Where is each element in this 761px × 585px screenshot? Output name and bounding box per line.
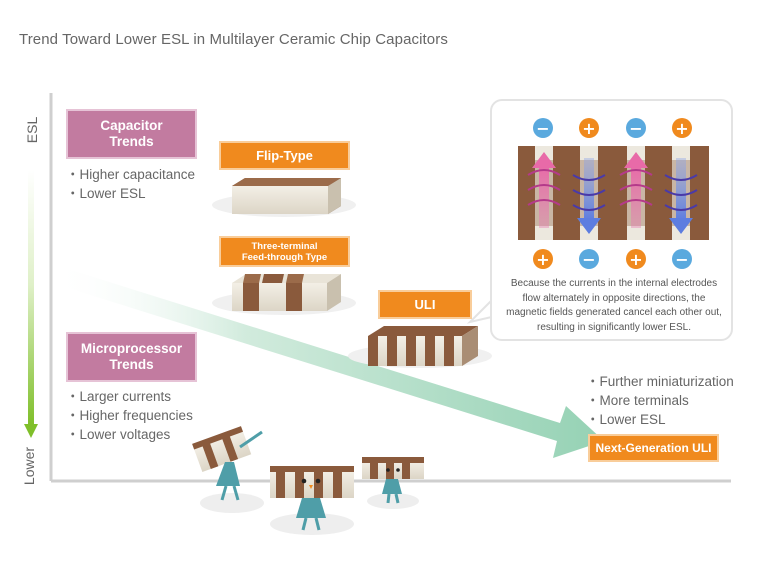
callout-sign-bottom-3: + — [629, 250, 642, 269]
callout-sign-bottom-1: + — [536, 250, 549, 269]
list-item: Higher frequencies — [66, 406, 193, 425]
next-generation-uli-label: Next-Generation ULI — [588, 434, 719, 462]
microprocessor-trends-list: Larger currents Higher frequencies Lower… — [66, 387, 193, 444]
callout-sign-bottom-2: − — [582, 250, 595, 269]
capacitor-trends-heading: Capacitor Trends — [66, 109, 197, 159]
list-item: Higher capacitance — [66, 165, 196, 184]
list-item: More terminals — [586, 391, 734, 410]
callout-description: Because the currents in the internal ele… — [506, 278, 722, 333]
list-item: Larger currents — [66, 387, 193, 406]
callout-sign-top-4: + — [675, 119, 688, 138]
uli-label: ULI — [378, 290, 472, 319]
callout-sign-bottom-4: − — [675, 250, 688, 269]
minus-icon — [533, 118, 553, 138]
minus-icon — [672, 249, 692, 269]
callout-sign-top-2: + — [582, 119, 595, 138]
plus-icon — [579, 118, 599, 138]
plus-icon — [672, 118, 692, 138]
flip-type-chip — [232, 178, 341, 214]
plus-icon — [626, 249, 646, 269]
list-item: Lower ESL — [586, 410, 734, 429]
three-terminal-chip — [232, 274, 341, 311]
list-item: Lower voltages — [66, 425, 193, 444]
plus-icon — [533, 249, 553, 269]
character-right — [362, 457, 424, 504]
trend-arrow — [52, 266, 604, 458]
minus-icon — [626, 118, 646, 138]
capacitor-trends-list: Higher capacitance Lower ESL — [66, 165, 196, 203]
list-item: Lower ESL — [66, 184, 195, 203]
next-gen-list: Further miniaturization More terminals L… — [586, 372, 734, 429]
three-terminal-label: Three-terminal Feed-through Type — [219, 236, 350, 267]
flip-type-label: Flip-Type — [219, 141, 350, 170]
microprocessor-trends-heading: Microprocessor Trends — [66, 332, 197, 382]
uli-chip — [368, 326, 478, 366]
character-left — [192, 426, 263, 501]
callout-sign-top-1: − — [536, 119, 549, 138]
esl-axis-arrow — [24, 170, 38, 438]
callout-sign-top-3: − — [629, 119, 642, 138]
character-center — [270, 466, 354, 531]
page-title: Trend Toward Lower ESL in Multilayer Cer… — [19, 31, 448, 48]
list-item: Further miniaturization — [586, 372, 734, 391]
minus-icon — [579, 249, 599, 269]
